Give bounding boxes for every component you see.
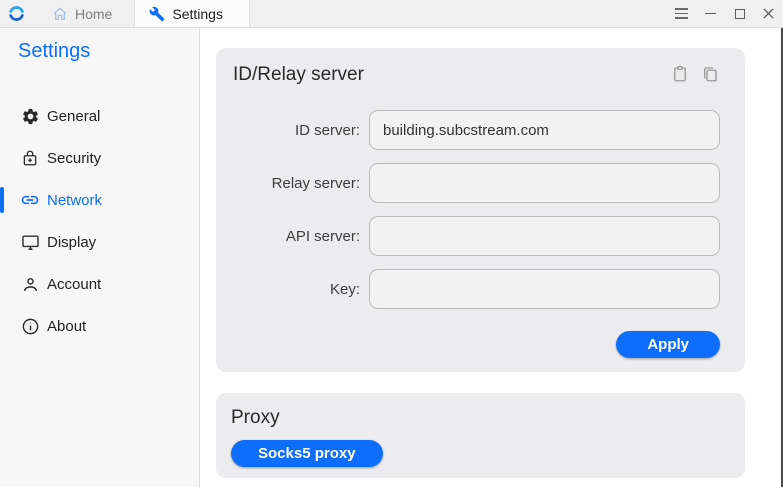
relay-server-input[interactable] <box>369 163 720 203</box>
copy-icon[interactable] <box>700 64 720 84</box>
sidebar-item-label: Security <box>47 149 102 167</box>
sidebar-item-display[interactable]: Display <box>0 221 199 263</box>
settings-sidebar: Settings General <box>0 28 200 487</box>
api-server-input[interactable] <box>369 216 720 256</box>
lock-plus-icon <box>20 148 40 168</box>
sidebar-item-label: Network <box>47 191 103 209</box>
relay-server-label: Relay server: <box>271 174 360 192</box>
sidebar-item-label: Display <box>47 233 97 251</box>
info-icon <box>20 316 40 336</box>
sidebar-item-label: General <box>47 107 101 125</box>
tab-home-label: Home <box>75 5 113 22</box>
home-icon <box>52 6 68 22</box>
form-row: Relay server: <box>233 163 720 203</box>
apply-button[interactable]: Apply <box>616 331 720 358</box>
sidebar-item-account[interactable]: Account <box>0 263 199 305</box>
key-input[interactable] <box>369 269 720 309</box>
sidebar-item-label: About <box>47 317 87 335</box>
maximize-icon[interactable] <box>725 0 754 27</box>
sidebar-item-about[interactable]: About <box>0 305 199 347</box>
selected-indicator <box>0 187 4 213</box>
form-row: API server: <box>233 216 720 256</box>
sidebar-item-network[interactable]: Network <box>0 179 199 221</box>
proxy-card-title: Proxy <box>231 407 280 428</box>
key-label: Key: <box>329 280 360 298</box>
id-server-label: ID server: <box>294 121 360 139</box>
minimize-icon[interactable] <box>696 0 725 27</box>
wrench-icon <box>149 6 165 22</box>
tab-home[interactable]: Home <box>42 0 134 27</box>
close-icon[interactable] <box>754 0 783 27</box>
sidebar-item-general[interactable]: General <box>0 95 199 137</box>
tab-settings[interactable]: Settings <box>134 0 250 27</box>
id-relay-server-card: ID/Relay server <box>216 48 745 372</box>
sidebar-item-security[interactable]: Security <box>0 137 199 179</box>
tab-settings-label: Settings <box>172 5 223 22</box>
gear-icon <box>20 106 40 126</box>
proxy-card: Proxy Socks5 proxy <box>216 393 745 478</box>
sidebar-item-label: Account <box>47 275 102 293</box>
form-row: Key: <box>233 269 720 309</box>
monitor-icon <box>20 232 40 252</box>
paste-icon[interactable] <box>670 64 690 84</box>
rustdesk-logo <box>0 0 34 27</box>
window-controls <box>667 0 783 27</box>
card-title: ID/Relay server <box>233 64 364 85</box>
form-row: ID server: <box>233 110 720 150</box>
socks5-proxy-button[interactable]: Socks5 proxy <box>231 440 383 467</box>
titlebar: Home Settings <box>0 0 783 28</box>
link-icon <box>20 190 40 210</box>
id-server-input[interactable] <box>369 110 720 150</box>
settings-content: ID/Relay server <box>200 28 783 487</box>
person-icon <box>20 274 40 294</box>
sidebar-nav: General Security <box>0 95 199 347</box>
api-server-label: API server: <box>285 227 360 245</box>
sidebar-title: Settings <box>18 40 91 62</box>
menu-icon[interactable] <box>667 0 696 27</box>
